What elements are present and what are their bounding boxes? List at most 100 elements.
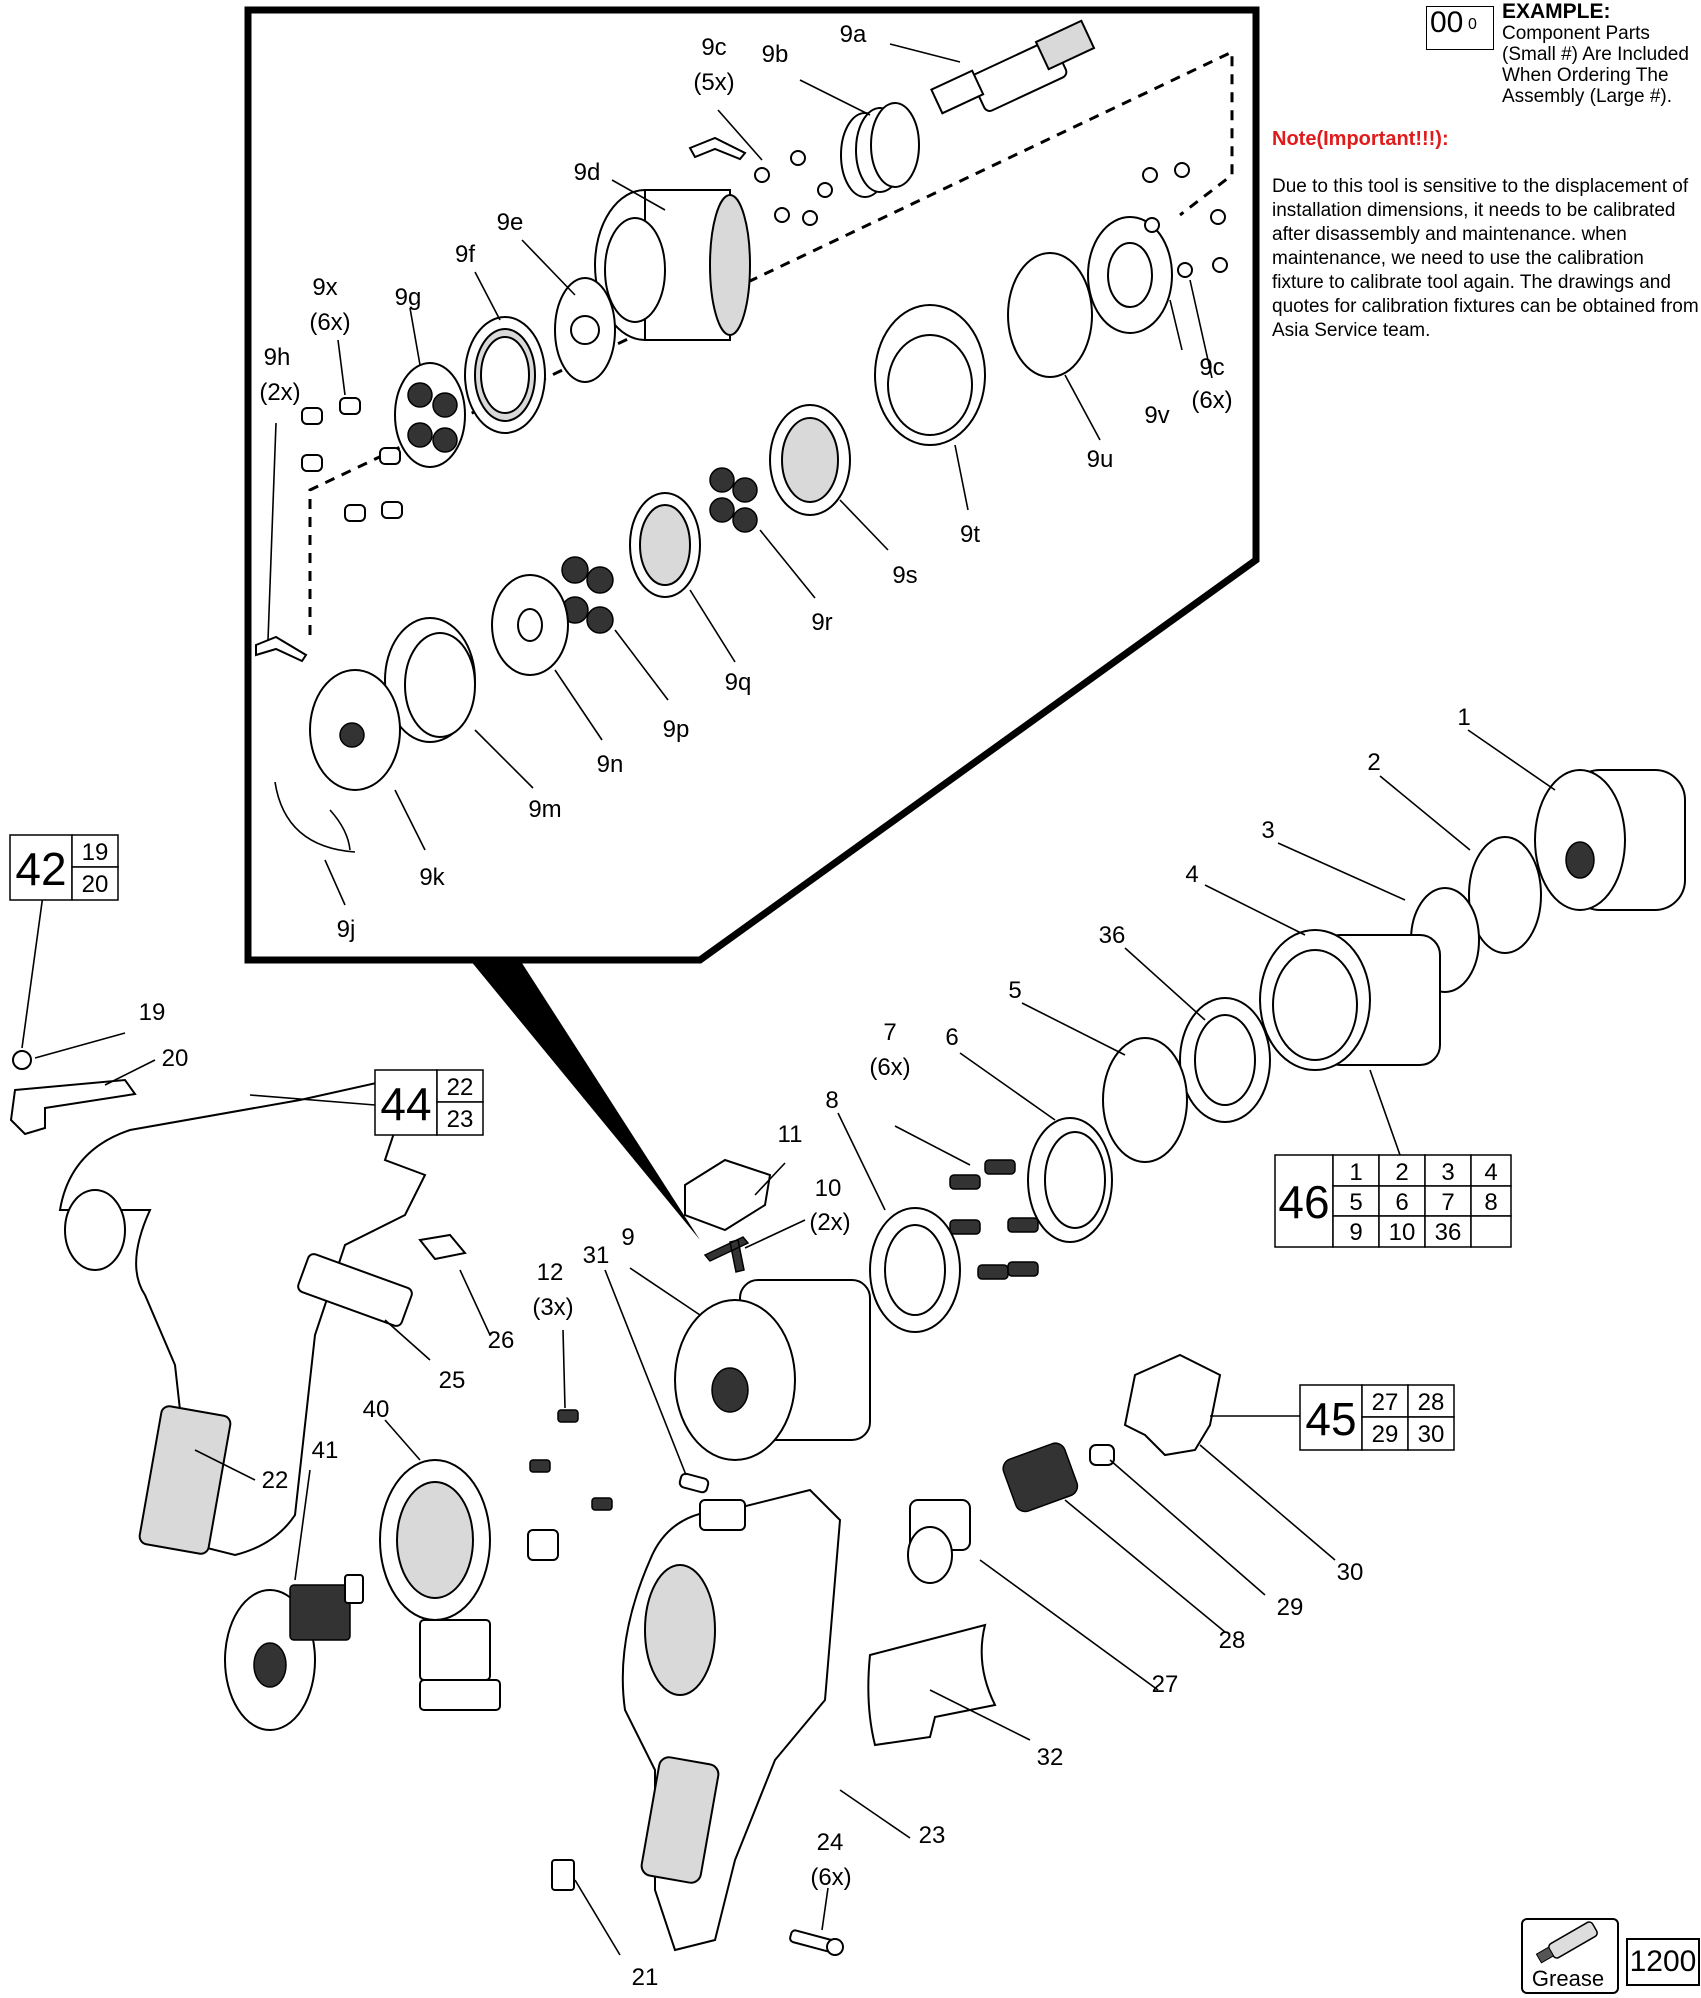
assembly-42-number: 42 <box>15 843 66 895</box>
assembly-46-part-1: 1 <box>1349 1159 1362 1186</box>
part-27-lock-block <box>907 1499 971 1584</box>
part-32-label <box>867 1623 997 1747</box>
callout-26: 26 <box>488 1327 515 1354</box>
part-41-rotor <box>224 1574 364 1731</box>
assembly-42: 42 19 20 <box>9 834 119 901</box>
assembly-46-part-6: 6 <box>1395 1189 1408 1216</box>
callout-9f: 9f <box>455 241 475 268</box>
callout-9h: 9h <box>264 344 291 371</box>
part-9g-planet-carrier <box>394 362 466 468</box>
callout-12-qty: (3x) <box>532 1294 573 1321</box>
callout-9b: 9b <box>762 41 789 68</box>
part-40-stator-pcb <box>379 1459 501 1711</box>
assembly-44: 44 22 23 <box>374 1069 484 1136</box>
part-8-plate <box>869 1207 961 1333</box>
example-box <box>1426 6 1494 50</box>
part-20-belt-clip <box>9 1078 137 1136</box>
assembly-46-part-8: 8 <box>1484 1189 1497 1216</box>
callout-10-qty: (2x) <box>809 1209 850 1236</box>
callout-7: 7 <box>883 1019 896 1046</box>
part-29-bushing <box>1089 1444 1115 1466</box>
part-9a-spindle <box>930 19 1096 115</box>
assembly-44-part-1: 22 <box>447 1074 474 1101</box>
callout-9c-top: 9c <box>701 34 726 61</box>
part-30-shifter <box>1123 1353 1222 1457</box>
part-9h-clip <box>255 635 308 663</box>
assembly-46-number: 46 <box>1278 1176 1329 1228</box>
part-21-terminal <box>551 1859 575 1891</box>
callout-25: 25 <box>439 1367 466 1394</box>
callout-31: 31 <box>583 1242 610 1269</box>
part-9j-circlip <box>274 781 356 853</box>
callout-22: 22 <box>262 1467 289 1494</box>
part-36-ring <box>1179 997 1271 1123</box>
callout-9n: 9n <box>597 751 624 778</box>
part-9t-housing <box>874 304 986 446</box>
part-23-right-housing <box>621 1488 842 1952</box>
callout-5: 5 <box>1008 977 1021 1004</box>
grease-label: Grease <box>1531 1966 1605 1991</box>
part-9k-plate <box>309 669 401 791</box>
grease-code: 1200 <box>1626 1938 1700 1986</box>
assembly-46-part-4: 4 <box>1484 1159 1497 1186</box>
assembly-46-part-7: 7 <box>1441 1189 1454 1216</box>
callout-10: 10 <box>815 1175 842 1202</box>
callout-9d: 9d <box>574 159 601 186</box>
part-9q-ring-gear <box>629 492 701 598</box>
part-5-ring <box>1102 1037 1188 1163</box>
part-12-screws <box>529 1409 613 1511</box>
callout-9m: 9m <box>528 796 561 823</box>
callout-36: 36 <box>1099 922 1126 949</box>
callout-9r: 9r <box>811 609 832 636</box>
part-9c-balls-right <box>1142 162 1228 278</box>
part-19-screw <box>12 1050 32 1070</box>
callout-6: 6 <box>945 1024 958 1051</box>
assembly-45: 45 27 28 29 30 <box>1299 1384 1455 1451</box>
callout-7-qty: (6x) <box>869 1054 910 1081</box>
callout-24: 24 <box>817 1829 844 1856</box>
assembly-46-part-5: 5 <box>1349 1189 1362 1216</box>
callout-1: 1 <box>1457 704 1470 731</box>
assembly-45-part-4: 30 <box>1418 1421 1445 1448</box>
part-9n-washer <box>491 574 569 676</box>
callout-9j: 9j <box>337 916 356 943</box>
part-24-screw <box>789 1929 844 1956</box>
callout-9a: 9a <box>840 21 867 48</box>
part-9-gearbox <box>674 1279 871 1461</box>
callout-32: 32 <box>1037 1744 1064 1771</box>
example-small-number: 0 <box>1468 16 1477 33</box>
grease-box <box>1521 1918 1619 1994</box>
callout-12: 12 <box>537 1259 564 1286</box>
callout-9p: 9p <box>663 716 690 743</box>
part-22-left-housing <box>58 1078 427 1557</box>
part-9r-planets <box>709 467 758 533</box>
grease-tube-icon <box>1535 1921 1598 1964</box>
callout-11: 11 <box>778 1121 803 1148</box>
callout-3: 3 <box>1261 817 1274 844</box>
note-body: Due to this tool is sensitive to the dis… <box>1272 176 1699 341</box>
part-9e-plate <box>554 277 616 383</box>
assembly-42-part-2: 20 <box>82 871 109 898</box>
callout-9h-qty: (2x) <box>259 379 300 406</box>
assembly-46-part-10: 10 <box>1389 1219 1416 1246</box>
assembly-46: 46 1 2 3 4 5 6 7 8 9 10 36 <box>1274 1154 1512 1248</box>
example-heading: EXAMPLE: <box>1502 0 1611 23</box>
part-9d-housing <box>594 189 751 341</box>
callout-28: 28 <box>1219 1627 1246 1654</box>
callout-9c-right-qty: (6x) <box>1191 387 1232 414</box>
part-7-springs <box>949 1159 1039 1280</box>
callout-8: 8 <box>825 1087 838 1114</box>
part-2-ring <box>1468 836 1542 954</box>
part-small-bracket <box>527 1529 559 1561</box>
example-text: Component Parts (Small #) Are Included W… <box>1502 23 1689 107</box>
inset-dashed-outline <box>308 49 1234 635</box>
part-1-collar <box>1534 769 1686 911</box>
part-9c-balls-top <box>754 150 833 226</box>
assembly-44-part-2: 23 <box>447 1106 474 1133</box>
callout-20: 20 <box>162 1045 189 1072</box>
callout-9t: 9t <box>960 521 980 548</box>
callout-19: 19 <box>139 999 166 1026</box>
assembly-46-part-2: 2 <box>1395 1159 1408 1186</box>
callout-9q: 9q <box>725 669 752 696</box>
